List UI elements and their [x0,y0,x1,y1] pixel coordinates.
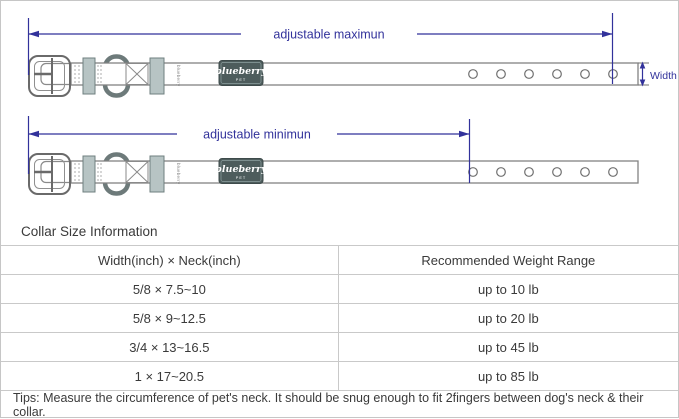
brand-name-text: blueberry [215,66,268,77]
brand-label: blueberry PET [215,61,268,86]
brand-name-text: blueberry [215,164,268,175]
collar-size-table: Collar Size Information Width(inch) × Ne… [1,217,678,419]
weight-cell: up to 45 lb [338,333,678,362]
table-title-row: Collar Size Information [1,217,678,246]
adjustable-minimum-label: adjustable minimun [203,128,311,142]
table-row: 3/4 × 13~16.5 up to 45 lb [1,333,678,362]
collar-diagram: blueberry blueberry PET [1,1,678,217]
strap-marking-text: blueberry [176,163,181,185]
weight-cell: up to 20 lb [338,304,678,333]
column-header-size: Width(inch) × Neck(inch) [1,246,338,275]
adjustable-maximum-label: adjustable maximun [273,28,384,42]
brand-label: blueberry PET [215,159,268,184]
table-row: 5/8 × 7.5~10 up to 10 lb [1,275,678,304]
keeper-band [83,58,95,94]
weight-cell: up to 85 lb [338,362,678,391]
width-annotation: Width [638,62,677,87]
size-cell: 5/8 × 9~12.5 [1,304,338,333]
size-cell: 1 × 17~20.5 [1,362,338,391]
table-tips-row: Tips: Measure the circumference of pet's… [1,391,678,419]
table-title: Collar Size Information [1,217,678,246]
tips-text: Tips: Measure the circumference of pet's… [1,391,678,419]
collar-bottom-illustration: blueberry blueberry PET [29,154,638,194]
column-header-weight: Recommended Weight Range [338,246,678,275]
width-label: Width [650,70,677,82]
size-cell: 3/4 × 13~16.5 [1,333,338,362]
size-cell: 5/8 × 7.5~10 [1,275,338,304]
collar-top-illustration: blueberry blueberry PET [29,56,638,96]
brand-sub-text: PET [236,78,246,82]
weight-cell: up to 10 lb [338,275,678,304]
keeper-band [150,156,164,192]
table-row: 1 × 17~20.5 up to 85 lb [1,362,678,391]
brand-sub-text: PET [236,176,246,180]
keeper-band [150,58,164,94]
table-row: 5/8 × 9~12.5 up to 20 lb [1,304,678,333]
strap-marking-text: blueberry [176,65,181,87]
keeper-band [83,156,95,192]
table-header-row: Width(inch) × Neck(inch) Recommended Wei… [1,246,678,275]
collar-size-table-section: Collar Size Information Width(inch) × Ne… [1,217,678,417]
